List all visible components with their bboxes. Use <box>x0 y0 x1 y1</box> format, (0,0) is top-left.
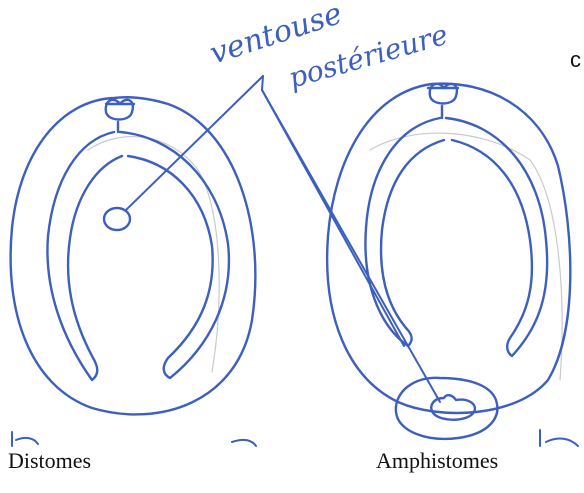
cut-mark-center <box>232 440 256 446</box>
amphistome-pharynx <box>430 84 457 104</box>
amphistome-posterior-sucker-outer <box>396 378 498 439</box>
caption-amphistomes: Amphistomes <box>376 448 498 474</box>
cut-mark-left-2 <box>16 438 38 444</box>
distome-ventral-sucker <box>104 208 130 230</box>
amphistome-drawing <box>327 84 570 439</box>
cut-mark-right-2 <box>546 439 578 446</box>
pencil-guide-left <box>88 137 219 372</box>
cut-off-marks <box>12 430 578 446</box>
distome-gut-left-branch <box>47 132 122 380</box>
pencil-guides <box>88 133 562 380</box>
distome-pharynx <box>106 100 133 120</box>
pointer-bridge <box>262 76 263 90</box>
pointer-to-amphistome-sucker <box>262 90 440 402</box>
pencil-guide-right <box>370 133 562 380</box>
caption-distomes: Distomes <box>8 448 91 474</box>
amphistome-gut-right-branch <box>446 118 547 356</box>
amphistome-gut-left-branch <box>365 118 444 346</box>
distome-gut-right-branch <box>120 132 229 378</box>
edge-text: c <box>570 48 581 72</box>
